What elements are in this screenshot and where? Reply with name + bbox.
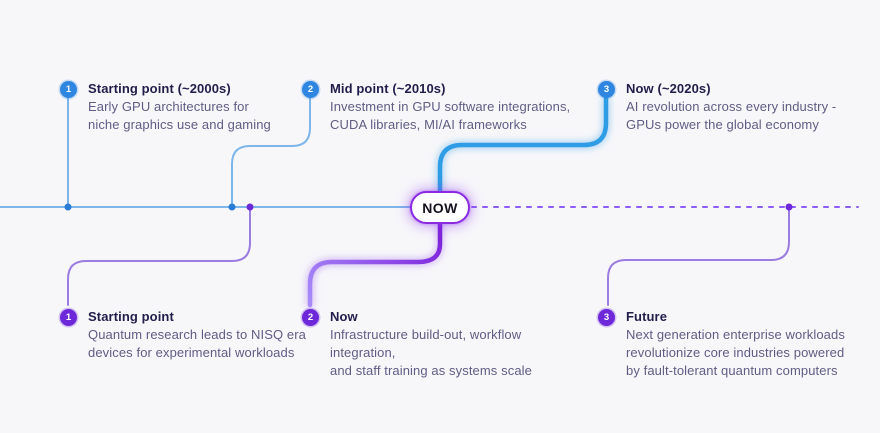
step-number-badge: 1 bbox=[60, 80, 77, 98]
step-number-badge: 2 bbox=[302, 80, 319, 98]
item-description: Investment in GPU software integrations,… bbox=[330, 99, 571, 132]
connector-bottom-1 bbox=[67, 209, 251, 306]
item-title: Starting point (~2000s) bbox=[88, 81, 231, 96]
connector-bottom-3 bbox=[607, 209, 790, 306]
connector-top-2 bbox=[231, 97, 311, 204]
connector-top-3-highlight bbox=[437, 96, 609, 195]
step-number-badge: 3 bbox=[598, 80, 615, 98]
item-description: Quantum research leads to NISQ era devic… bbox=[88, 327, 307, 360]
item-description: Next generation enterprise workloads rev… bbox=[626, 327, 845, 378]
timeline-item-quantum-2: 2 Now Infrastructure build-out, workflow… bbox=[302, 308, 572, 380]
timeline-item-quantum-1: 1 Starting point Quantum research leads … bbox=[60, 308, 330, 362]
item-description: Early GPU architectures for niche graphi… bbox=[88, 99, 271, 132]
item-description: Infrastructure build-out, workflow integ… bbox=[330, 327, 532, 378]
timeline-item-gpu-2: 2 Mid point (~2010s) Investment in GPU s… bbox=[302, 80, 572, 134]
axis-dot-blue-2 bbox=[228, 203, 236, 211]
item-title: Future bbox=[626, 309, 668, 324]
item-description: AI revolution across every industry - GP… bbox=[626, 99, 837, 132]
item-title: Starting point bbox=[88, 309, 174, 324]
axis-dot-purple-2 bbox=[785, 203, 793, 211]
step-number-badge: 2 bbox=[302, 308, 319, 326]
now-badge: NOW bbox=[410, 191, 470, 224]
axis-dot-purple-1 bbox=[246, 203, 254, 211]
axis-dot-blue-1 bbox=[64, 203, 72, 211]
timeline-item-gpu-3: 3 Now (~2020s) AI revolution across ever… bbox=[598, 80, 868, 134]
timeline-item-gpu-1: 1 Starting point (~2000s) Early GPU arch… bbox=[60, 80, 330, 134]
item-title: Now bbox=[330, 309, 358, 324]
step-number-badge: 3 bbox=[598, 308, 615, 326]
item-title: Now (~2020s) bbox=[626, 81, 711, 96]
step-number-badge: 1 bbox=[60, 308, 77, 326]
connector-bottom-2-highlight bbox=[307, 221, 443, 308]
item-title: Mid point (~2010s) bbox=[330, 81, 446, 96]
timeline-item-quantum-3: 3 Future Next generation enterprise work… bbox=[598, 308, 868, 380]
